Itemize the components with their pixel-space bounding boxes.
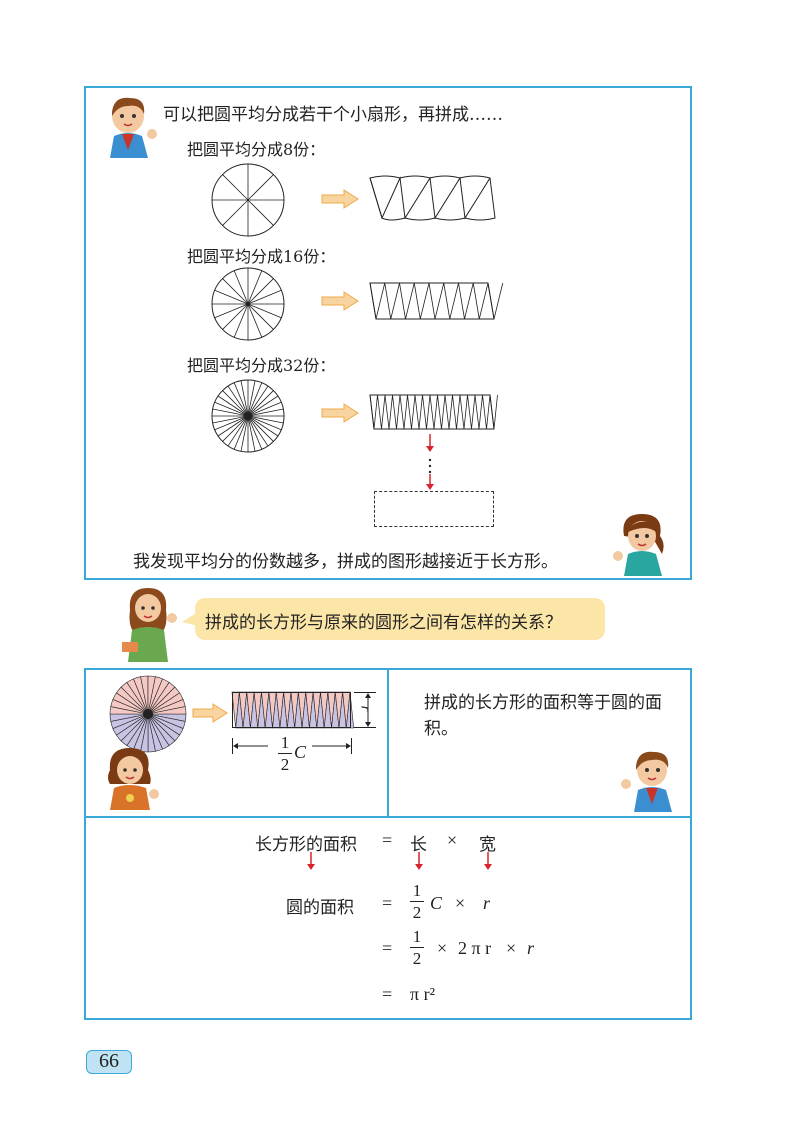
half-fraction: 1 2 xyxy=(278,734,292,773)
question-bubble: 拼成的长方形与原来的圆形之间有怎样的关系？ xyxy=(195,598,605,640)
radius-symbol: r xyxy=(483,893,491,913)
statement-text: 拼成的长方形的面积等于圆的面积。 xyxy=(424,693,662,739)
circumference-symbol: C xyxy=(430,893,443,913)
split-32-label: 把圆平均分成32份： xyxy=(187,356,336,375)
rect-area-label: 长方形的面积 xyxy=(255,835,357,855)
question-text: 拼成的长方形与原来的圆形之间有怎样的关系？ xyxy=(205,613,562,633)
circle-16-parts xyxy=(211,267,285,341)
equals-sign: = xyxy=(382,830,393,850)
horizontal-divider xyxy=(84,816,692,818)
length-label: 长 xyxy=(410,835,427,855)
circle-8-parts xyxy=(211,163,285,237)
vertical-divider xyxy=(387,668,389,818)
split-16-label: 把圆平均分成16份： xyxy=(187,247,336,266)
teacher-avatar-icon xyxy=(122,588,177,662)
width-label: 宽 xyxy=(479,835,496,855)
circle-area-label: 圆的面积 xyxy=(286,898,354,918)
times-sign: × xyxy=(447,830,458,850)
intro-text: 可以把圆平均分成若干个小扇形，再拼成…… xyxy=(163,105,503,125)
red-down-arrows xyxy=(307,852,492,870)
radius-marker xyxy=(354,692,376,728)
equals-sign: = xyxy=(382,893,393,913)
rearranged-32-shape xyxy=(369,394,498,430)
boy-avatar-icon xyxy=(110,97,157,158)
pi-r-squared: π r² xyxy=(410,984,435,1004)
half-fraction: 1 2 xyxy=(410,882,424,921)
arrow-right-icon xyxy=(321,403,359,423)
colored-rectangle xyxy=(231,691,355,729)
girl-avatar-icon xyxy=(108,748,159,810)
circumference-label: C xyxy=(294,742,307,762)
girl-avatar-icon xyxy=(613,514,664,576)
half-fraction: 1 2 xyxy=(410,928,424,967)
times-sign: × xyxy=(455,893,466,913)
down-arrow-icon xyxy=(426,434,434,490)
radius-symbol: r xyxy=(527,938,535,958)
circle-32-parts xyxy=(211,379,285,453)
speech-bubble-tail xyxy=(182,612,198,626)
width-marker xyxy=(232,738,352,754)
dashed-rectangle xyxy=(374,491,494,527)
equals-sign: = xyxy=(382,984,393,1004)
top-section-box xyxy=(84,86,692,580)
colored-circle-32 xyxy=(109,675,187,753)
conclusion-text: 我发现平均分的份数越多，拼成的图形越接近于长方形。 xyxy=(133,552,558,572)
split-8-label: 把圆平均分成8份： xyxy=(187,140,326,159)
page-number: 66 xyxy=(86,1050,132,1074)
two-pi-r: 2 π r xyxy=(458,938,492,958)
equals-sign: = xyxy=(382,938,393,958)
arrow-right-icon xyxy=(192,703,228,723)
radius-label: r xyxy=(357,705,374,712)
times-sign: × xyxy=(506,938,517,958)
rearranged-16-shape xyxy=(369,282,504,320)
boy-avatar-icon xyxy=(621,751,672,812)
rearranged-8-shape xyxy=(369,175,496,221)
arrow-right-icon xyxy=(321,189,359,209)
times-sign: × xyxy=(437,938,448,958)
arrow-right-icon xyxy=(321,291,359,311)
